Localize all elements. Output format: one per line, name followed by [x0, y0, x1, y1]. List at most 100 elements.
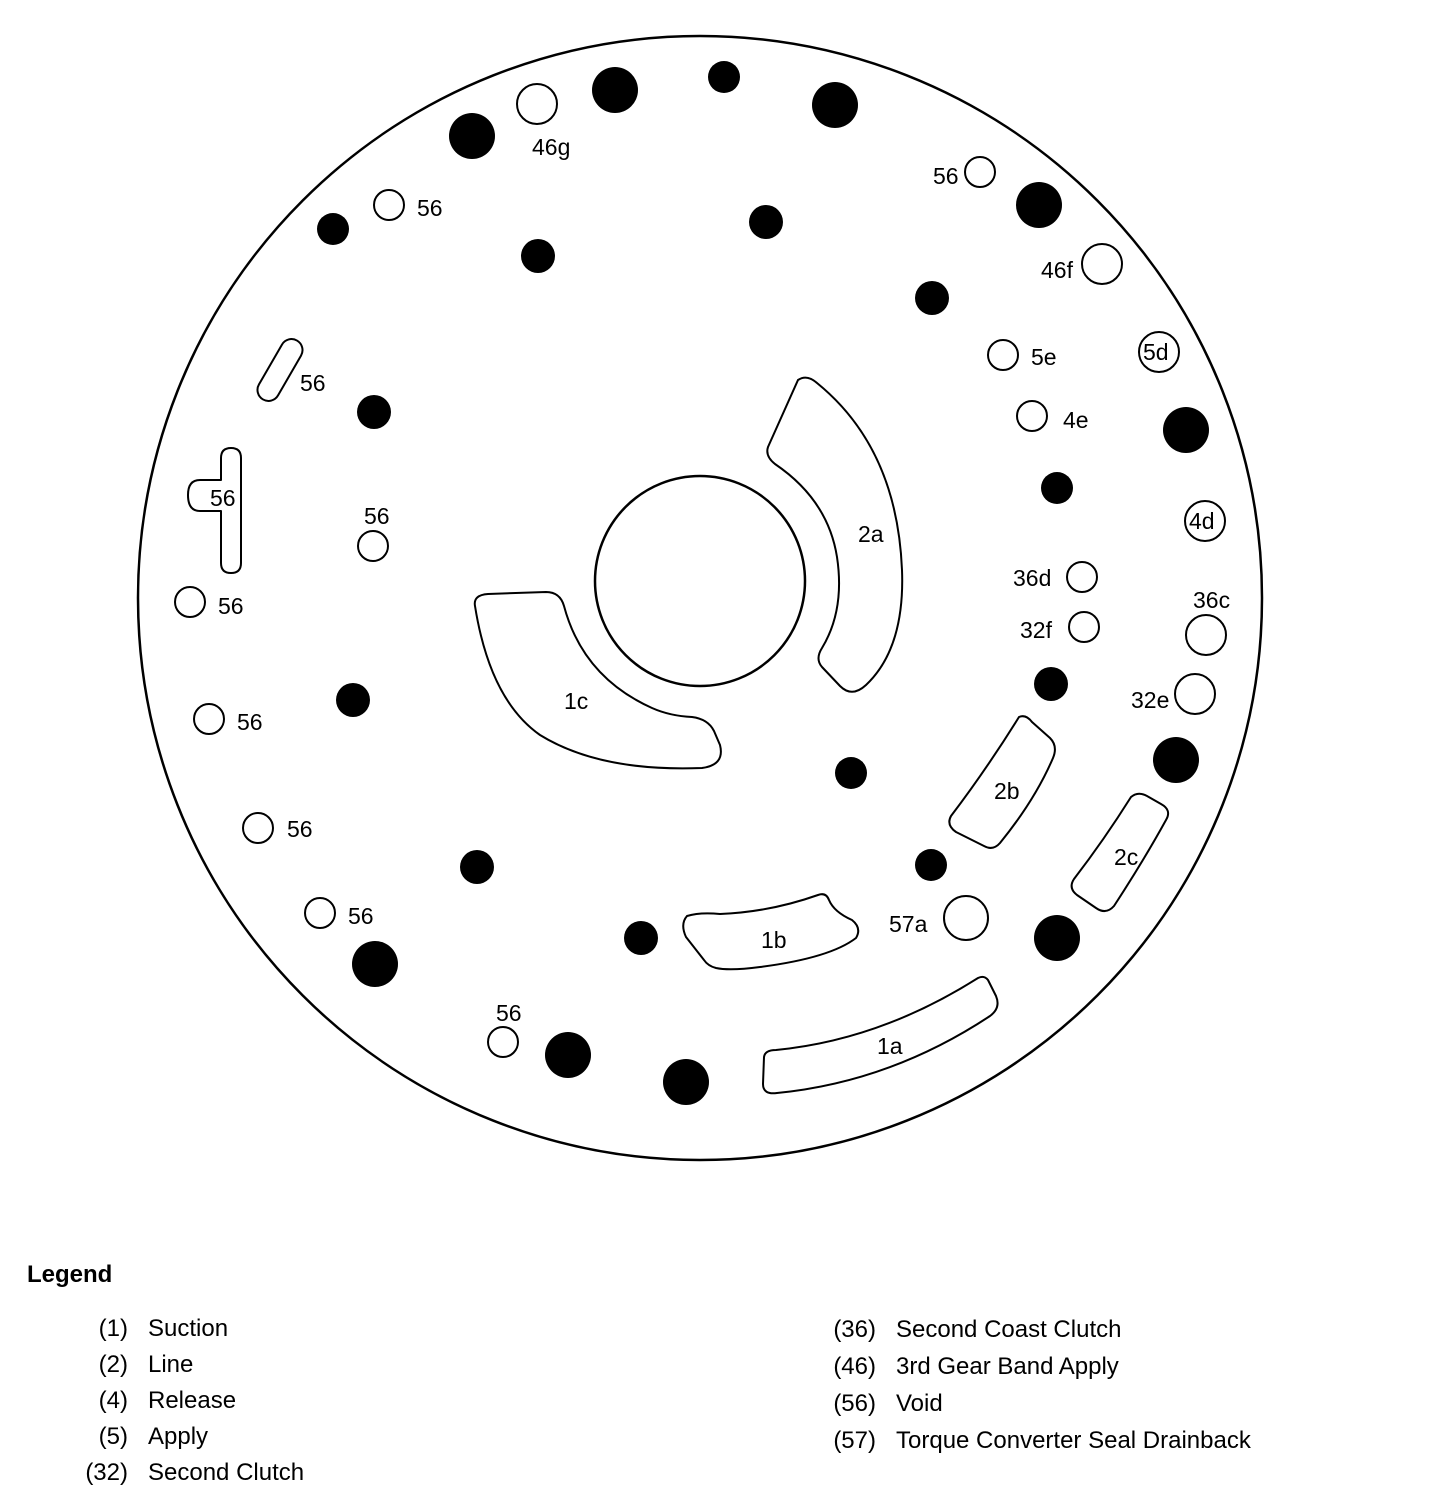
solid-hole [336, 683, 370, 717]
legend-label: Release [148, 1387, 237, 1414]
solid-hole [460, 850, 494, 884]
slots [187, 338, 1170, 1095]
legend-label: Line [148, 1351, 194, 1378]
solid-hole [915, 849, 947, 881]
open-hole-36c [1185, 614, 1227, 656]
open-hole-56 [357, 530, 389, 562]
open-hole-5d [1138, 331, 1180, 373]
label-56-e: 56 [364, 503, 390, 529]
label-56-c: 56 [300, 370, 326, 396]
solid-hole [624, 921, 658, 955]
solid-hole [521, 239, 555, 273]
solid-hole [1034, 915, 1080, 961]
label-2a: 2a [858, 521, 884, 547]
solid-hole [749, 205, 783, 239]
open-hole-36d [1066, 561, 1098, 593]
open-hole-32e [1174, 673, 1216, 715]
slot-56-upper [256, 338, 304, 402]
legend-code: (5) [98, 1423, 128, 1450]
open-hole-56 [304, 897, 336, 929]
label-32f: 32f [1020, 617, 1053, 643]
legend-code: (57) [833, 1426, 876, 1454]
legend-item: (36) Second Coast Clutch [822, 1311, 1251, 1348]
legend-code: (56) [833, 1389, 876, 1417]
legend-item: (56) Void [822, 1385, 1251, 1422]
passage-1b [682, 893, 860, 971]
solid-hole [1153, 737, 1199, 783]
label-1c: 1c [564, 688, 588, 714]
passage-2c [1070, 792, 1170, 912]
legend-item: (5) Apply [72, 1419, 304, 1455]
label-46f: 46f [1041, 257, 1074, 283]
legend-title: Legend [27, 1261, 113, 1288]
label-36c: 36c [1193, 587, 1230, 613]
legend-item: (46) 3rd Gear Band Apply [822, 1348, 1251, 1385]
legend-item: (2) Line [72, 1347, 304, 1383]
label-2b: 2b [994, 778, 1020, 804]
label-1a: 1a [877, 1033, 903, 1059]
open-hole-46f [1081, 243, 1123, 285]
open-hole-56 [242, 812, 274, 844]
label-4d: 4d [1189, 508, 1215, 534]
label-56-g: 56 [237, 709, 263, 735]
label-5e: 5e [1031, 344, 1057, 370]
label-56-d: 56 [210, 485, 236, 511]
hole-labels: 46g 56 56 46f 5e 5d 56 4e 56 56 2a 4d 36… [210, 134, 1230, 1059]
legend-code: (4) [98, 1387, 128, 1414]
legend-label: Torque Converter Seal Drainback [896, 1426, 1251, 1454]
label-46g: 46g [532, 134, 570, 160]
legend-item: (32) Second Clutch [72, 1455, 304, 1491]
open-hole-56 [964, 156, 996, 188]
legend-label: Apply [148, 1423, 209, 1450]
open-hole-4d [1184, 500, 1226, 542]
label-57a: 57a [889, 911, 928, 937]
passage-2a [766, 376, 904, 693]
solid-hole [812, 82, 858, 128]
open-hole-32f [1068, 611, 1100, 643]
legend-code: (2) [98, 1351, 128, 1378]
solid-hole [352, 941, 398, 987]
passage-1a [762, 975, 999, 1095]
legend-right-column: (36) Second Coast Clutch (46) 3rd Gear B… [822, 1311, 1251, 1459]
solid-hole [915, 281, 949, 315]
solid-holes [317, 61, 1209, 1105]
legend-item: (4) Release [72, 1383, 304, 1419]
label-36d: 36d [1013, 565, 1051, 591]
open-hole-56 [174, 586, 206, 618]
label-56-b: 56 [417, 195, 443, 221]
solid-hole [663, 1059, 709, 1105]
open-holes [174, 83, 1227, 1058]
legend-label: Suction [148, 1315, 229, 1342]
plate-outline [136, 34, 1264, 1162]
label-5d: 5d [1143, 339, 1169, 365]
legend-code: (32) [85, 1459, 128, 1486]
solid-hole [1016, 182, 1062, 228]
solid-hole [1041, 472, 1073, 504]
legend-code: (1) [98, 1315, 128, 1342]
legend-item: (57) Torque Converter Seal Drainback [822, 1422, 1251, 1459]
label-1b: 1b [761, 927, 787, 953]
passage-2b [948, 715, 1056, 849]
open-hole-57a [943, 895, 989, 941]
open-hole-46g [516, 83, 558, 125]
solid-hole [708, 61, 740, 93]
label-56-i: 56 [348, 903, 374, 929]
legend-label: 3rd Gear Band Apply [896, 1352, 1119, 1380]
open-hole-4e [1016, 400, 1048, 432]
solid-hole [317, 213, 349, 245]
label-56-h: 56 [287, 816, 313, 842]
label-2c: 2c [1114, 844, 1138, 870]
legend-label: Second Clutch [148, 1459, 305, 1486]
legend-label: Second Coast Clutch [896, 1315, 1122, 1343]
label-4e: 4e [1063, 407, 1089, 433]
label-32e: 32e [1131, 687, 1169, 713]
solid-hole [449, 113, 495, 159]
slot-56-tee [187, 447, 242, 574]
open-hole-5e [987, 339, 1019, 371]
legend-left-column: (1) Suction (2) Line (4) Release (5) App… [72, 1311, 304, 1491]
open-hole-56 [373, 189, 405, 221]
legend-label: Void [896, 1389, 943, 1417]
open-hole-56 [193, 703, 225, 735]
label-56-j: 56 [496, 1000, 522, 1026]
separator-plate-diagram: 46g 56 56 46f 5e 5d 56 4e 56 56 2a 4d 36… [136, 34, 1264, 1162]
